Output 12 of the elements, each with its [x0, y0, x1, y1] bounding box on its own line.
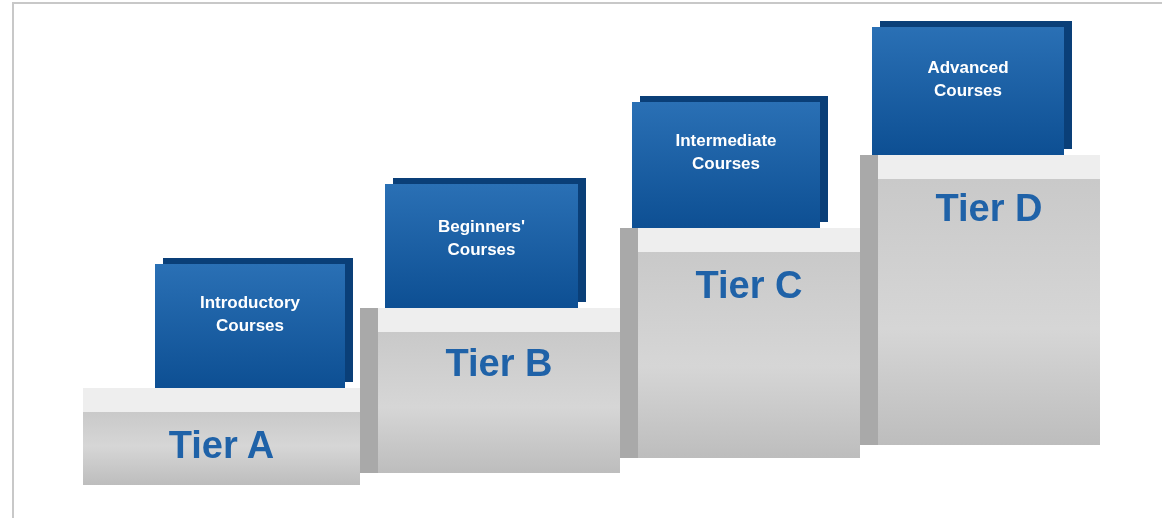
stair-step — [620, 228, 860, 458]
stair-step — [860, 155, 1100, 445]
course-label: Advanced Courses — [926, 57, 1010, 102]
stair-step — [83, 388, 360, 485]
stair-step — [360, 308, 620, 473]
tier-label: Tier D — [935, 187, 1043, 230]
tier-label: Tier A — [168, 424, 275, 467]
course-label: Beginners' Courses — [436, 216, 527, 261]
course-label: Introductory Courses — [198, 292, 302, 337]
course-label: Intermediate Courses — [674, 130, 778, 175]
tier-label: Tier C — [695, 264, 803, 307]
tier-label: Tier B — [445, 342, 553, 385]
